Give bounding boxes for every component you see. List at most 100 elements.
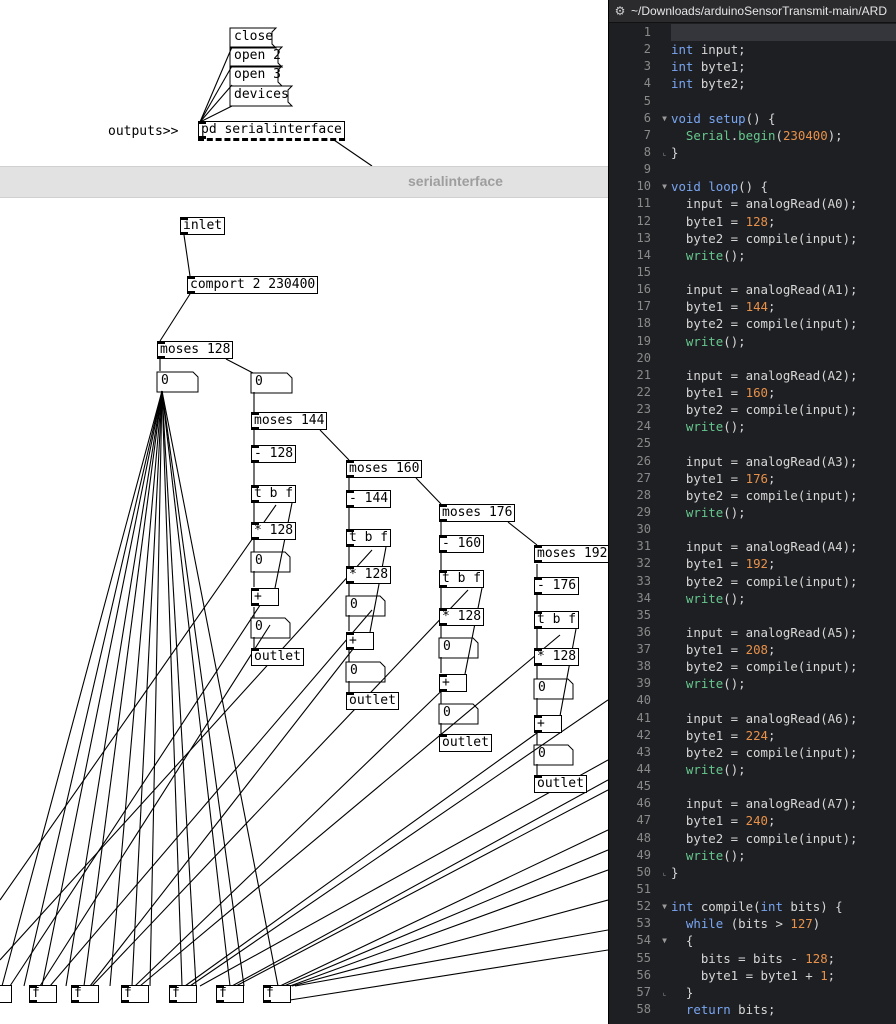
- number-box[interactable]: 0: [533, 678, 574, 700]
- code-line[interactable]: [671, 435, 896, 452]
- code-line[interactable]: int compile(int bits) {: [671, 899, 843, 915]
- moses-192-object[interactable]: moses 192: [534, 545, 608, 563]
- code-line[interactable]: byte2 = compile(input);: [671, 230, 858, 246]
- code-line[interactable]: [671, 881, 896, 898]
- code-line[interactable]: [671, 93, 896, 110]
- multiply-object[interactable]: * 128: [251, 522, 297, 540]
- plus-object[interactable]: +: [251, 588, 279, 606]
- code-line[interactable]: byte2 = compile(input);: [671, 487, 858, 503]
- float-object[interactable]: f: [29, 985, 57, 1003]
- outlet-object[interactable]: outlet: [439, 734, 492, 752]
- float-object[interactable]: f: [121, 985, 149, 1003]
- code-line[interactable]: input = analogRead(A2);: [671, 367, 858, 383]
- float-object[interactable]: f: [263, 985, 291, 1003]
- code-line[interactable]: [671, 350, 896, 367]
- float-object[interactable]: [0, 985, 12, 1003]
- code-line[interactable]: input = analogRead(A6);: [671, 710, 858, 726]
- code-line[interactable]: write();: [685, 847, 746, 863]
- code-line[interactable]: }: [671, 984, 694, 1000]
- code-line[interactable]: }: [671, 144, 679, 160]
- devices-message[interactable]: devices: [229, 85, 294, 107]
- open-2-message[interactable]: open 2: [229, 46, 284, 68]
- code-line[interactable]: byte1 = 128;: [671, 213, 776, 229]
- code-line[interactable]: byte2 = compile(input);: [671, 830, 858, 846]
- trigger-object[interactable]: t b f: [251, 485, 297, 503]
- code-line[interactable]: write();: [685, 762, 746, 778]
- moses-128-object[interactable]: moses 128: [157, 341, 234, 359]
- number-box[interactable]: 0: [250, 551, 291, 573]
- trigger-object[interactable]: t b f: [439, 570, 485, 588]
- outlet-object[interactable]: outlet: [346, 692, 399, 710]
- plus-object[interactable]: +: [439, 674, 467, 692]
- code-line[interactable]: int byte2;: [671, 76, 746, 92]
- code-line[interactable]: write();: [685, 247, 746, 263]
- code-line[interactable]: write();: [685, 590, 746, 606]
- code-line[interactable]: byte2 = compile(input);: [671, 744, 858, 760]
- editor-titlebar[interactable]: ⚙~/Downloads/arduinoSensorTransmit-main/…: [609, 0, 896, 23]
- code-line[interactable]: [671, 521, 896, 538]
- code-line[interactable]: bits = bits - 128;: [671, 950, 836, 966]
- code-line[interactable]: int byte1;: [671, 59, 746, 75]
- code-line[interactable]: byte1 = 224;: [671, 727, 776, 743]
- code-line[interactable]: byte2 = compile(input);: [671, 316, 858, 332]
- minus-160-object[interactable]: - 160: [439, 535, 485, 553]
- code-line[interactable]: Serial.begin(230400);: [685, 127, 843, 143]
- code-line[interactable]: byte1 = byte1 + 1;: [671, 967, 836, 983]
- moses-176-object[interactable]: moses 176: [439, 504, 516, 522]
- multiply-object[interactable]: * 128: [439, 608, 485, 626]
- code-line[interactable]: byte2 = compile(input);: [671, 573, 858, 589]
- code-line[interactable]: byte1 = 240;: [671, 813, 776, 829]
- code-line[interactable]: input = analogRead(A5);: [671, 624, 858, 640]
- code-line[interactable]: write();: [685, 333, 746, 349]
- code-line[interactable]: write();: [685, 676, 746, 692]
- code-line[interactable]: input = analogRead(A4);: [671, 539, 858, 555]
- float-object[interactable]: f: [216, 985, 244, 1003]
- number-box[interactable]: 0: [250, 372, 293, 394]
- number-box[interactable]: 0: [345, 595, 386, 617]
- code-line[interactable]: }: [671, 864, 679, 880]
- code-line[interactable]: byte1 = 176;: [671, 470, 776, 486]
- code-line[interactable]: input = analogRead(A3);: [671, 453, 858, 469]
- fold-open-icon[interactable]: ▼: [662, 113, 667, 123]
- plus-object[interactable]: +: [346, 632, 374, 650]
- number-box[interactable]: 0: [438, 637, 479, 659]
- minus-176-object[interactable]: - 176: [534, 577, 580, 595]
- code-line[interactable]: byte2 = compile(input);: [671, 659, 858, 675]
- float-object[interactable]: f: [169, 985, 197, 1003]
- code-line[interactable]: byte1 = 208;: [671, 642, 776, 658]
- code-line[interactable]: [671, 692, 896, 709]
- fold-open-icon[interactable]: ▼: [662, 182, 667, 192]
- code-line[interactable]: byte1 = 192;: [671, 556, 776, 572]
- code-line[interactable]: input = analogRead(A0);: [671, 196, 858, 212]
- code-line[interactable]: [671, 264, 896, 281]
- code-line[interactable]: byte1 = 144;: [671, 299, 776, 315]
- gear-icon[interactable]: ⚙: [614, 4, 626, 18]
- number-box[interactable]: 0: [438, 703, 479, 725]
- multiply-object[interactable]: * 128: [534, 648, 580, 666]
- open-3-message[interactable]: open 3: [229, 65, 284, 87]
- fold-open-icon[interactable]: ▼: [662, 936, 667, 946]
- puredata-canvas[interactable]: close open 2 open 3 devices outputs>> pd…: [0, 0, 608, 1024]
- code-line[interactable]: return bits;: [685, 1002, 776, 1018]
- code-line[interactable]: void setup() {: [671, 110, 776, 126]
- plus-object[interactable]: +: [534, 715, 562, 733]
- pd-serialinterface-object[interactable]: pd serialinterface: [198, 121, 345, 141]
- outlet-object[interactable]: outlet: [251, 648, 304, 666]
- number-box[interactable]: 0: [345, 661, 386, 683]
- code-line[interactable]: while (bits > 127): [685, 916, 821, 932]
- moses-160-object[interactable]: moses 160: [346, 460, 423, 478]
- minus-144-object[interactable]: - 144: [346, 490, 392, 508]
- inlet-object[interactable]: inlet: [180, 217, 226, 235]
- trigger-object[interactable]: t b f: [534, 611, 580, 629]
- code-text-area[interactable]: int input; int byte1; int byte2; void se…: [671, 24, 896, 1018]
- code-line[interactable]: input = analogRead(A7);: [671, 796, 858, 812]
- number-box[interactable]: 0: [156, 371, 199, 393]
- trigger-object[interactable]: t b f: [346, 529, 392, 547]
- code-line[interactable]: byte1 = 160;: [671, 384, 776, 400]
- code-editor-window[interactable]: ⚙~/Downloads/arduinoSensorTransmit-main/…: [608, 0, 896, 1024]
- outlet-object[interactable]: outlet: [534, 775, 587, 793]
- subpatch-window-titlebar[interactable]: serialinterface: [0, 166, 608, 198]
- code-line[interactable]: [671, 161, 896, 178]
- comport-object[interactable]: comport 2 230400: [187, 276, 319, 294]
- code-line[interactable]: write();: [685, 504, 746, 520]
